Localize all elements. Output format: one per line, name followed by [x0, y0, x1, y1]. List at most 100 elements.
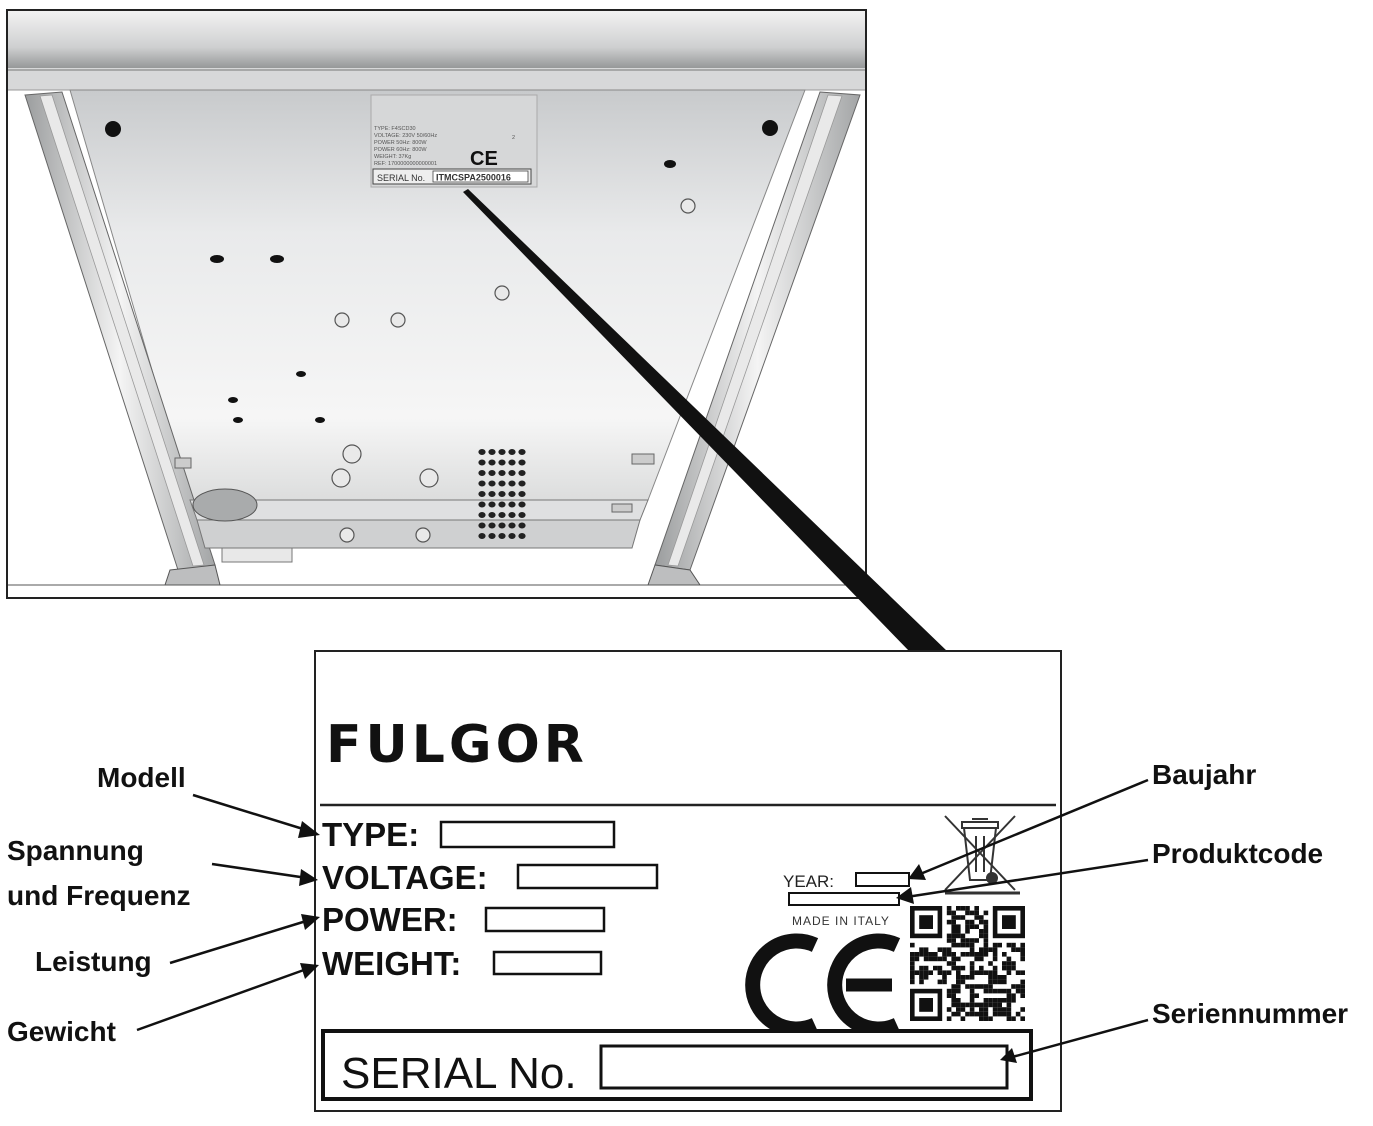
vent-hole [488, 470, 496, 476]
mini-plate-line: REF: 1700000000000001 [374, 161, 437, 167]
vent-hole [478, 470, 486, 476]
vent-hole [488, 459, 496, 466]
made-in-italy: MADE IN ITALY [792, 914, 890, 928]
vent-hole [508, 491, 516, 497]
mini-plate-line: TYPE: F4SCD30 [374, 126, 416, 132]
arrow-produktcode [899, 858, 1149, 900]
arrow-baujahr [912, 778, 1149, 879]
vent-hole [518, 522, 526, 529]
year-label: YEAR: [783, 872, 834, 891]
mini-ce-mark-icon: CE [470, 148, 498, 170]
year-box [855, 872, 910, 887]
callout-produktcode: Produktcode [1152, 838, 1323, 869]
arrow-seriennummer [1004, 1018, 1149, 1061]
vent-hole [498, 533, 506, 539]
vent-hole [518, 459, 526, 466]
brand-logo: FULGOR [326, 715, 588, 775]
serial-label: SERIAL No. [341, 1049, 577, 1098]
vent-hole [498, 459, 506, 466]
vent-hole [478, 501, 486, 508]
vent-hole [518, 480, 526, 487]
vent-hole [478, 522, 486, 529]
vent-hole [498, 522, 506, 529]
field-voltage-box [516, 863, 659, 890]
arrow-gewicht [136, 964, 316, 1032]
field-type-label: TYPE: [322, 816, 419, 853]
arrowhead-gewicht [300, 963, 319, 979]
vent-hole [488, 522, 496, 529]
arrowhead-baujahr [908, 864, 926, 880]
vent-hole [498, 501, 506, 508]
arrowhead-modell [298, 821, 320, 838]
vent-hole [498, 512, 506, 518]
vent-hole [488, 480, 496, 487]
callout-spannung-line1: Spannung [7, 835, 144, 866]
weee-crossed-bin-icon [944, 815, 1020, 895]
vent-hole [508, 459, 516, 466]
callout-gewicht: Gewicht [7, 1016, 116, 1047]
mini-serial-value: ITMCSPA2500016 [436, 173, 511, 183]
arrowhead-spannung [299, 869, 318, 886]
callout-spannung-line2: und Frequenz [7, 880, 191, 911]
vent-hole [488, 491, 496, 497]
arrow-spannung [211, 862, 315, 881]
vent-hole [518, 491, 526, 497]
vent-hole [498, 480, 506, 487]
vent-hole [478, 533, 486, 539]
vent-hole [498, 491, 506, 497]
callouts: Modell Spannung und Frequenz Leistung Ge… [7, 759, 1348, 1063]
vent-hole [518, 449, 526, 455]
rating-label-enlarged: FULGOR TYPE: VOLTAGE: POWER: WEIGHT: YEA… [314, 650, 1062, 1112]
vent-hole [508, 512, 516, 518]
vent-hole [518, 512, 526, 518]
vent-hole [488, 449, 496, 455]
vent-hole [508, 480, 516, 487]
vent-hole [478, 459, 486, 466]
vent-hole [478, 512, 486, 518]
field-type-box [439, 820, 616, 849]
callout-modell: Modell [97, 762, 186, 793]
vent-hole [508, 522, 516, 529]
zoom-pointer [463, 189, 948, 652]
field-weight-label: WEIGHT: [322, 945, 461, 982]
vent-hole [508, 533, 516, 539]
mini-plate-line: POWER 60Hz: 800W [374, 147, 427, 153]
field-power-box [484, 906, 606, 933]
arrowhead-seriennummer [1000, 1048, 1017, 1063]
vent-hole [508, 470, 516, 476]
vent-hole [518, 470, 526, 476]
mini-year: 2 [512, 135, 515, 141]
vent-hole [488, 533, 496, 539]
vent-hole [488, 501, 496, 508]
arrowhead-produktcode [896, 887, 914, 904]
arrow-modell [192, 793, 317, 835]
field-voltage-label: VOLTAGE: [322, 859, 488, 896]
arrow-leistung [169, 916, 317, 965]
serial-box [599, 1044, 1009, 1090]
vent-hole [498, 449, 506, 455]
vent-hole [508, 501, 516, 508]
product-code-box [788, 892, 900, 906]
vent-hole [478, 449, 486, 455]
arrowhead-leistung [301, 914, 320, 930]
vent-hole [508, 449, 516, 455]
vent-hole [478, 480, 486, 487]
vent-hole [498, 470, 506, 476]
callout-leistung: Leistung [35, 946, 152, 977]
mini-plate-line: WEIGHT: 37Kg [374, 154, 411, 160]
field-power-label: POWER: [322, 901, 458, 938]
callout-seriennummer: Seriennummer [1152, 998, 1348, 1029]
callout-baujahr: Baujahr [1152, 759, 1256, 790]
qr-code-icon [910, 906, 1025, 1021]
vent-hole [478, 491, 486, 497]
field-weight-box [492, 950, 603, 976]
vent-hole [488, 512, 496, 518]
mini-serial-label: SERIAL No. [377, 173, 425, 183]
vent-hole [518, 501, 526, 508]
mini-plate-line: VOLTAGE: 230V 50/60Hz [374, 133, 437, 139]
mini-plate-line: POWER 50Hz: 800W [374, 140, 427, 146]
vent-hole [518, 533, 526, 539]
ce-mark-icon [745, 933, 901, 1037]
